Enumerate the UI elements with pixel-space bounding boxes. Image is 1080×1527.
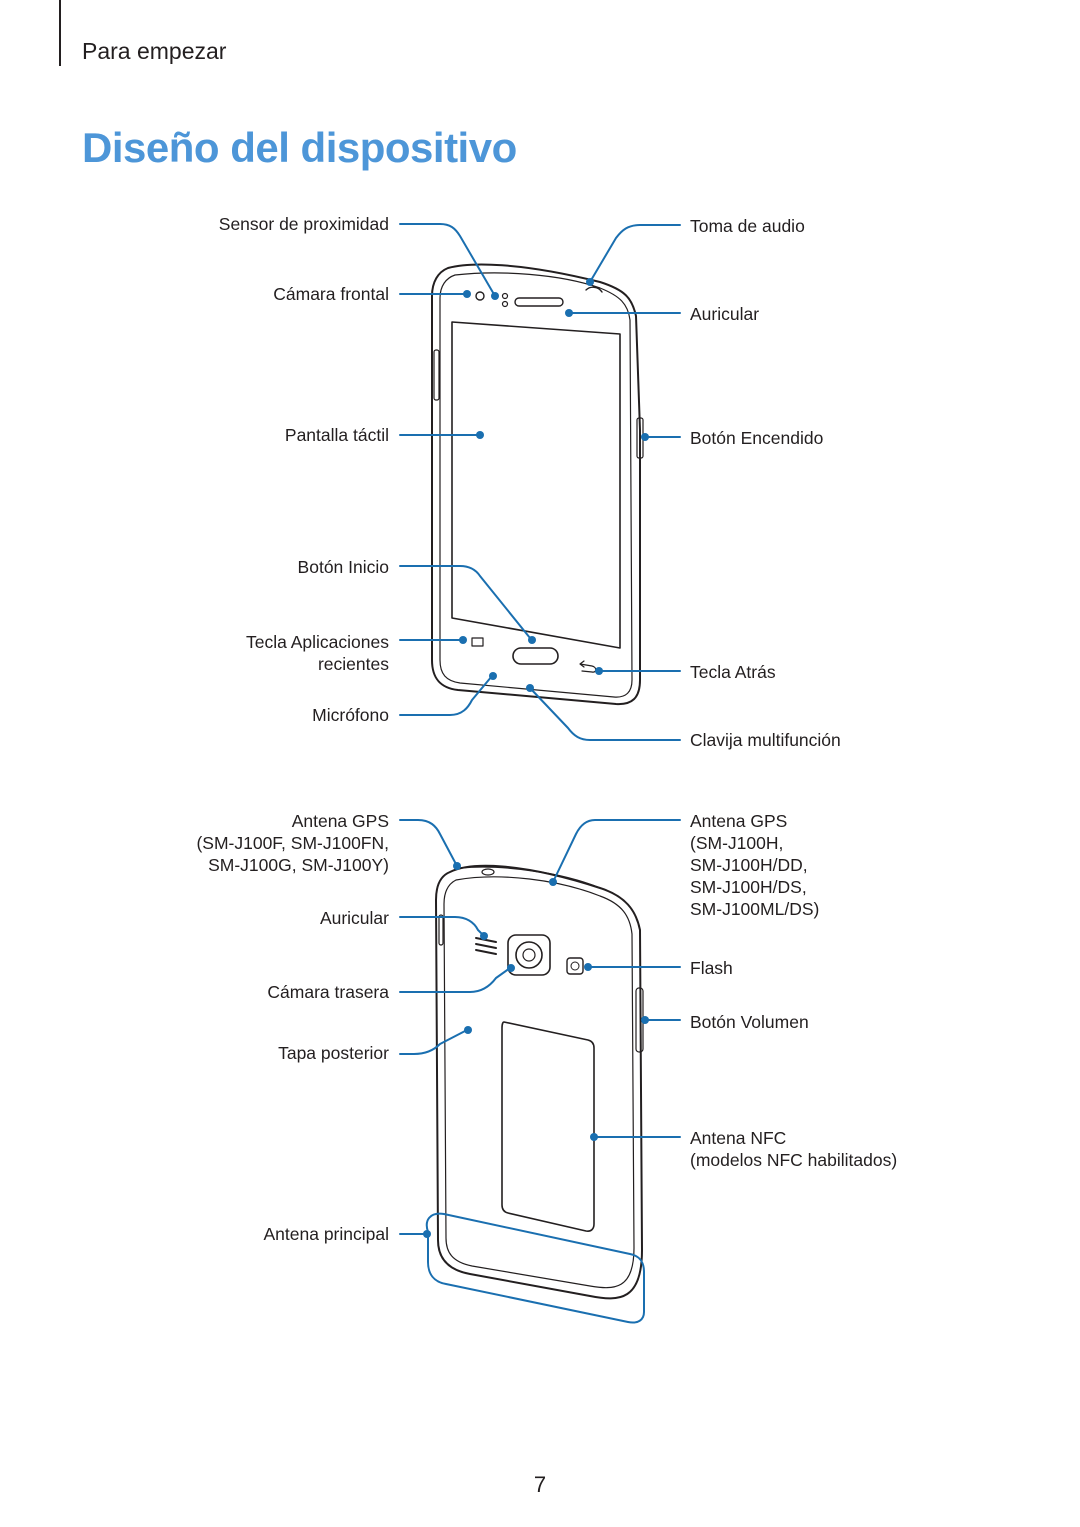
callout-multi [529,687,681,741]
callout-proximity [399,223,496,297]
front-phone-body [431,263,641,706]
home-button-shape [512,647,559,665]
callout-gps-right [552,819,681,883]
label-recent-apps-line1: Tecla Aplicaciones [246,632,389,652]
label-multipurpose-jack: Clavija multifunción [690,730,841,750]
dot-mic [489,672,497,680]
label-flash: Flash [690,958,733,978]
label-front-camera: Cámara frontal [273,284,389,304]
earpiece-grille [514,297,564,307]
dot-gps-left [453,862,461,870]
nfc-area [501,1021,595,1232]
back-left-key [438,914,444,946]
callout-back-cover [399,1029,468,1055]
dot-volume [641,1016,649,1024]
back-key-icon [579,660,597,673]
label-volume-button: Botón Volumen [690,1012,809,1032]
label-gps-right: Antena GPS (SM-J100H, SM-J100H/DD, SM-J1… [690,810,819,920]
label-home-button: Botón Inicio [297,557,389,577]
back-camera-housing [507,934,551,976]
proximity-sensor-dot [501,292,509,300]
recent-apps-icon [471,637,484,647]
dot-earpiece [565,309,573,317]
callout-main-antenna-loop [425,1212,645,1324]
front-screen [451,321,621,649]
dot-power [641,433,649,441]
dot-speaker [480,932,488,940]
label-rear-camera: Cámara trasera [267,982,389,1002]
dot-recent [459,636,467,644]
label-back-cover: Tapa posterior [278,1043,389,1063]
label-recent-apps: Tecla Aplicaciones recientes [246,631,389,675]
flash-shape [566,957,584,975]
callout-dots [423,278,649,1238]
label-recent-apps-line2: recientes [317,654,389,674]
flash-shape-inner [570,961,580,971]
label-gps-left-line1: Antena GPS [291,811,389,831]
label-speaker: Auricular [319,908,389,928]
label-audio-jack: Toma de audio [690,216,805,236]
label-gps-right-line1: Antena GPS [690,811,788,831]
audio-jack-shape [585,286,603,293]
back-camera-lens-inner [522,948,536,962]
back-speaker [475,937,497,955]
dot-back-cover [464,1026,472,1034]
front-phone-bezel [439,272,633,698]
callout-gps-left [399,819,458,867]
dot-nfc [590,1133,598,1141]
label-touch-screen: Pantalla táctil [284,425,389,445]
callout-home [399,565,531,639]
page-title: Diseño del dispositivo [82,124,517,171]
section-heading: Para empezar [82,38,227,64]
proximity-sensor-dot-2 [501,300,509,308]
label-gps-left: Antena GPS (SM-J100F, SM-J100FN, SM-J100… [196,810,389,876]
dot-touch-screen [476,431,484,439]
label-microphone: Micrófono [312,705,389,725]
dot-home [528,636,536,644]
label-power-button: Botón Encendido [690,428,824,448]
label-gps-right-line4: SM-J100H/DS, [690,877,807,897]
label-nfc: Antena NFC (modelos NFC habilitados) [690,1127,897,1171]
page-number: 7 [533,1472,547,1497]
dot-rear-camera [507,964,515,972]
back-audio-jack [481,868,495,876]
label-proximity-sensor: Sensor de proximidad [218,214,389,234]
label-gps-right-line5: SM-J100ML/DS) [690,899,820,919]
dot-back-key [595,667,603,675]
front-camera-lens [475,291,485,301]
label-gps-left-line3: SM-J100G, SM-J100Y) [208,855,389,875]
dot-gps-right [549,878,557,886]
label-main-antenna: Antena principal [263,1224,390,1244]
front-left-volume [433,349,440,401]
label-back-key: Tecla Atrás [690,662,776,682]
callout-rear-camera [399,967,511,993]
back-top-edge [459,866,601,889]
callout-speaker [399,916,484,936]
dot-proximity [491,292,499,300]
dot-main-antenna [423,1230,431,1238]
back-phone-inner [443,876,635,1289]
dot-front-camera [463,290,471,298]
back-camera-lens [515,941,543,969]
callout-audio-jack [589,224,681,283]
dot-flash [584,963,592,971]
label-nfc-line2: (modelos NFC habilitados) [690,1150,898,1170]
label-gps-right-line2: (SM-J100H, [690,833,784,853]
dot-audio-jack [586,278,594,286]
callout-mic [399,675,493,716]
dot-multi [526,684,534,692]
label-gps-left-line2: (SM-J100F, SM-J100FN, [196,833,389,853]
label-earpiece: Auricular [690,304,760,324]
section-rule [59,0,61,66]
label-gps-right-line3: SM-J100H/DD, [690,855,808,875]
label-nfc-line1: Antena NFC [690,1128,787,1148]
